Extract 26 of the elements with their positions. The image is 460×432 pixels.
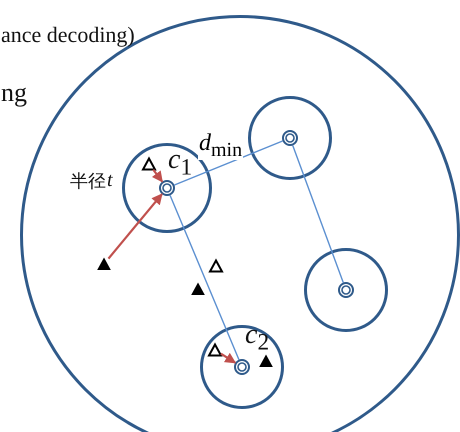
decoding-sphere (200, 325, 284, 409)
distance-line (174, 140, 283, 186)
radius-symbol: t (107, 170, 113, 190)
arrow (220, 352, 236, 364)
codeword-label: c$_{2}$ (245, 321, 270, 355)
codeword-point (282, 130, 298, 146)
decoding-sphere (248, 96, 332, 180)
distance-line (169, 195, 240, 360)
codeword-label: c$_{1}$ (168, 146, 192, 180)
codeword-point (338, 282, 354, 298)
arrow (108, 193, 163, 260)
codeword-point (234, 359, 250, 375)
received-word-marker (191, 282, 205, 296)
arrow (152, 168, 164, 182)
codeword-point (159, 180, 175, 196)
heading-text: ance decoding) (1, 24, 135, 46)
distance-line (292, 145, 344, 283)
received-word-marker (208, 343, 222, 357)
received-word-marker (259, 354, 273, 368)
received-word-marker (142, 157, 156, 171)
received-word-marker (97, 257, 111, 271)
radius-label: 半径 (70, 172, 106, 190)
heading-text: ng (1, 80, 27, 106)
decoding-sphere (304, 248, 388, 332)
received-word-marker (209, 259, 223, 273)
edge-label: d$_{min}$ (198, 131, 244, 160)
